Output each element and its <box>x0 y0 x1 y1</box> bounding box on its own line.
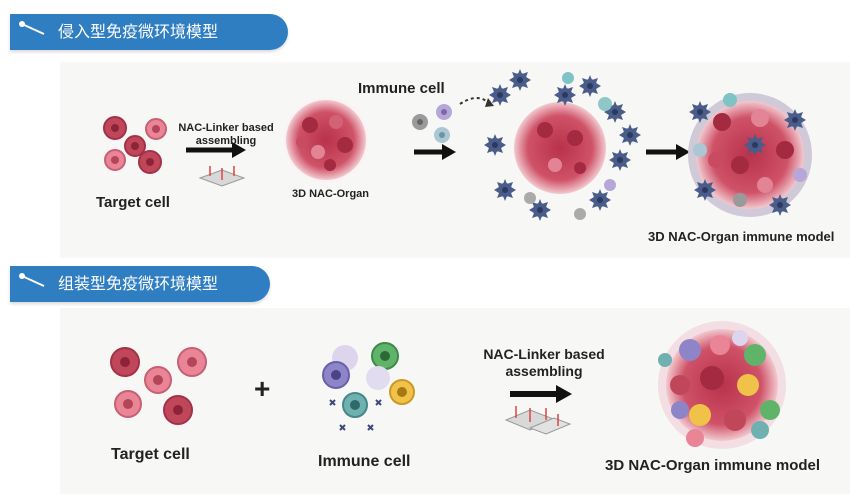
immune-cells-group-2 <box>322 342 415 431</box>
organ-label: 3D NAC-Organ <box>292 188 370 200</box>
target-cells-group-2 <box>110 347 207 425</box>
linker-label-1: NAC-Linker based assembling <box>178 122 274 148</box>
target-cell-label-1: Target cell <box>96 194 170 211</box>
linker-label-1-line1: NAC-Linker based <box>178 122 274 134</box>
section2-header: 组装型免疫微环境模型 <box>10 266 270 302</box>
target-cells-group <box>103 116 167 174</box>
pin-icon <box>19 273 45 287</box>
nac-organoid <box>278 92 374 188</box>
section1-title: 侵入型免疫微环境模型 <box>58 22 219 41</box>
section1-header: 侵入型免疫微环境模型 <box>10 14 288 50</box>
model-label-2: 3D NAC-Organ immune model <box>605 457 821 474</box>
immune-model-2 <box>658 321 786 449</box>
linker-label-2-line2: assembling <box>505 363 583 379</box>
section2-title: 组装型免疫微环境模型 <box>58 274 219 293</box>
plus-sign: + <box>254 373 271 404</box>
scaffold-icon <box>198 166 246 187</box>
target-cell-label-2: Target cell <box>111 446 190 463</box>
scaffold-icon-2 <box>504 406 572 435</box>
infiltrated-organoid <box>484 69 641 221</box>
linker-label-2-line1: NAC-Linker based <box>483 346 605 362</box>
linker-label-2: NAC-Linker based assembling <box>470 346 618 380</box>
immune-cell-label-1: Immune cell <box>358 80 445 97</box>
immune-cell-label-2: Immune cell <box>318 453 411 470</box>
immune-cells-small <box>412 97 494 143</box>
model-label-1: 3D NAC-Organ immune model <box>648 229 835 244</box>
pin-icon <box>19 21 45 35</box>
immune-model-1 <box>688 93 812 217</box>
linker-label-1-line2: assembling <box>195 135 257 147</box>
